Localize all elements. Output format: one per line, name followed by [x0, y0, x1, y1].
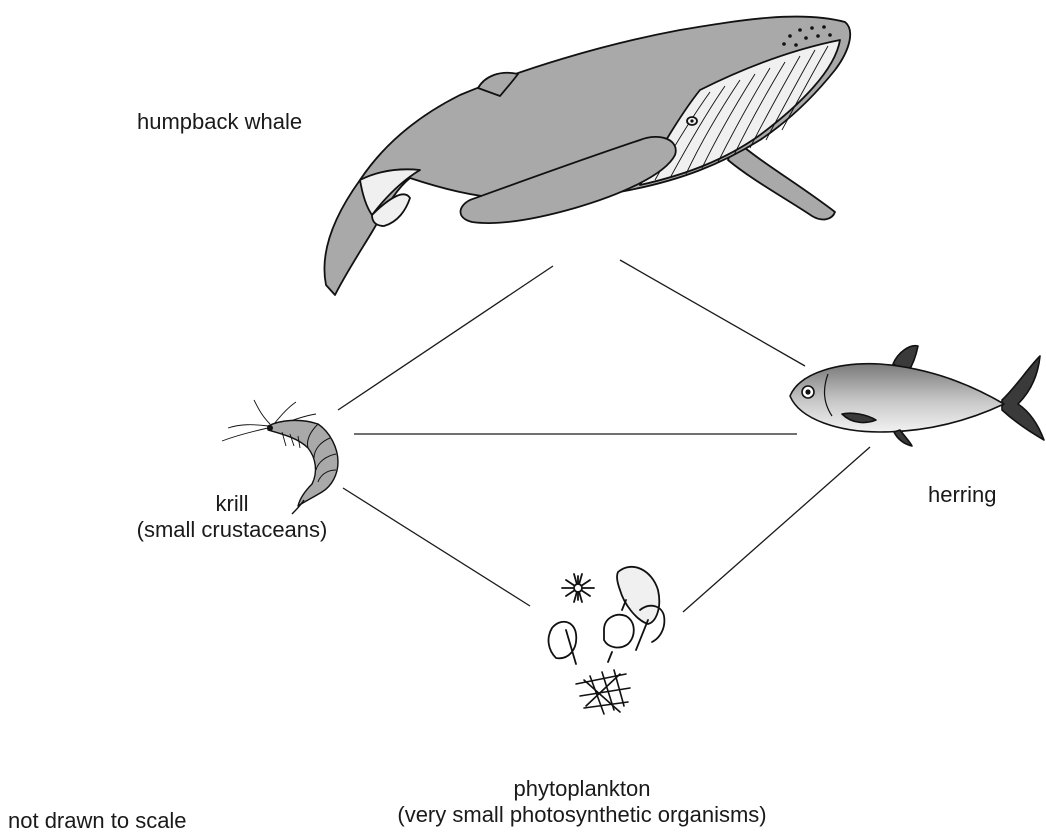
herring-tail: [1002, 356, 1044, 440]
whale-back-fin: [728, 140, 835, 219]
food-web-links: [338, 260, 870, 612]
herring-body: [790, 364, 1004, 432]
link-phytoplankton-herring: [683, 447, 870, 612]
humpback-whale-icon: [324, 17, 850, 295]
link-krill-phytoplankton: [343, 488, 530, 606]
link-whale-herring: [620, 260, 805, 366]
phytoplankton-name: phytoplankton: [397, 776, 766, 802]
krill-description: (small crustaceans): [137, 517, 328, 543]
phytoplankton-label: phytoplankton (very small photosynthetic…: [397, 776, 766, 828]
phytoplankton-star: [562, 574, 594, 602]
humpback-whale-label: humpback whale: [137, 109, 302, 135]
phytoplankton-spiky: [576, 670, 630, 714]
whale-body: [324, 17, 850, 295]
krill-name: krill: [137, 491, 328, 517]
herring-label: herring: [928, 482, 996, 508]
herring-anal-fin: [894, 430, 912, 446]
krill-eye: [267, 425, 273, 431]
link-krill-whale: [338, 266, 553, 410]
herring-fish-icon: [790, 346, 1044, 446]
phytoplankton-icon: [549, 567, 665, 714]
krill-label: krill (small crustaceans): [137, 491, 328, 543]
phytoplankton-description: (very small photosynthetic organisms): [397, 802, 766, 828]
scale-note: not drawn to scale: [8, 808, 187, 834]
phytoplankton-claw: [549, 622, 577, 664]
